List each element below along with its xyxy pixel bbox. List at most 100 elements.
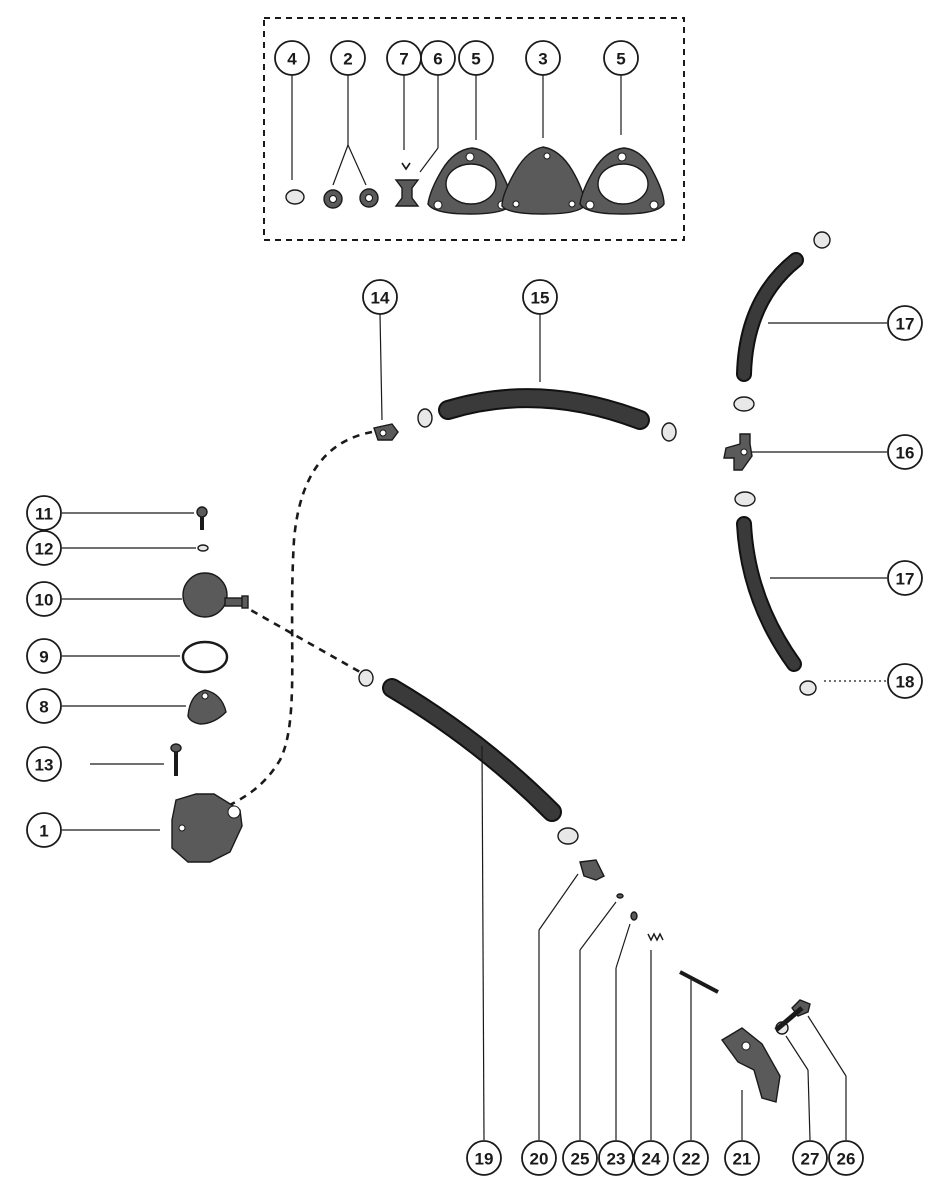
- part-17-hose-bottom: [736, 516, 802, 672]
- callout-number: 19: [475, 1150, 494, 1169]
- hose-clamp-19-lower: [557, 827, 579, 845]
- clamp-upper: [733, 396, 755, 412]
- callout-circle: [26, 530, 62, 566]
- callout-circle: [521, 1140, 557, 1176]
- callout-circle: [887, 560, 923, 596]
- callout-number: 6: [433, 50, 442, 69]
- callout-circle: [603, 40, 639, 76]
- callout-c8: 8: [26, 688, 62, 724]
- part-11-screw: [196, 506, 208, 530]
- part-18-nut: [799, 680, 817, 696]
- part-23-seat: [630, 911, 638, 921]
- callout-circle: [828, 1140, 864, 1176]
- callout-number: 27: [801, 1150, 820, 1169]
- callout-circle: [26, 746, 62, 782]
- part-24-spring: [647, 932, 664, 942]
- part-5-gasket-left: [427, 147, 513, 215]
- part-22-needle: [679, 970, 719, 994]
- callout-number: 15: [531, 289, 550, 308]
- callout-c9: 9: [26, 638, 62, 674]
- callout-circle: [466, 1140, 502, 1176]
- callout-number: 2: [343, 50, 352, 69]
- callout-c13: 13: [26, 746, 62, 782]
- callout-c21: 21: [724, 1140, 760, 1176]
- hose-clamp-14: [417, 408, 433, 428]
- callout-circle: [887, 434, 923, 470]
- callout-number: 23: [607, 1150, 626, 1169]
- callout-number: 8: [39, 698, 48, 717]
- callout-number: 12: [35, 540, 54, 559]
- callout-circle: [887, 305, 923, 341]
- part-19-hose: [382, 678, 562, 822]
- dashed-routing-line-pump: [215, 430, 373, 814]
- callout-number: 22: [682, 1150, 701, 1169]
- callout-number: 5: [471, 50, 480, 69]
- part-16-tee-fitting: [723, 433, 753, 471]
- callout-number: 7: [399, 50, 408, 69]
- callout-c16: 16: [887, 434, 923, 470]
- callout-circle: [420, 40, 456, 76]
- gasket-kit-box: [263, 17, 685, 241]
- callout-number: 5: [616, 50, 625, 69]
- callout-c27: 27: [792, 1140, 828, 1176]
- part-25-washer: [616, 893, 624, 899]
- callout-c11: 11: [26, 495, 62, 531]
- part-10-filter-bowl: [182, 572, 249, 618]
- callout-circle: [522, 279, 558, 315]
- callout-number: 3: [538, 50, 547, 69]
- callout-c22: 22: [673, 1140, 709, 1176]
- callout-c19: 19: [466, 1140, 502, 1176]
- callout-number: 20: [530, 1150, 549, 1169]
- hose-clamp-15: [661, 422, 677, 442]
- callout-c1: 1: [26, 812, 62, 848]
- callout-c17b: 17: [887, 560, 923, 596]
- callout-circle: [26, 812, 62, 848]
- callout-circle: [598, 1140, 634, 1176]
- callout-c17a: 17: [887, 305, 923, 341]
- part-3-diaphragm: [501, 146, 585, 215]
- callout-c3: 3: [525, 40, 561, 76]
- part-6-valve: [394, 179, 420, 207]
- callout-c15: 15: [522, 279, 558, 315]
- part-15-hose: [438, 388, 650, 430]
- callout-circle: [26, 638, 62, 674]
- callout-number: 9: [39, 648, 48, 667]
- hose-clamp-19-upper: [358, 669, 374, 687]
- callout-number: 16: [896, 444, 915, 463]
- callout-c24: 24: [633, 1140, 669, 1176]
- part-14-elbow-fitting: [373, 423, 399, 441]
- part-12-washer: [197, 544, 209, 552]
- part-21-valve-body: [720, 1027, 781, 1103]
- part-17-hose-top: [736, 252, 804, 382]
- callout-c26: 26: [828, 1140, 864, 1176]
- callout-c20: 20: [521, 1140, 557, 1176]
- callout-circle: [26, 495, 62, 531]
- callout-circle: [792, 1140, 828, 1176]
- callout-circle: [562, 1140, 598, 1176]
- nut-top: [813, 231, 831, 249]
- callout-c5b: 5: [603, 40, 639, 76]
- callout-number: 4: [287, 50, 297, 69]
- part-2-seals: [323, 188, 379, 209]
- callout-number: 13: [35, 756, 54, 775]
- callout-circle: [887, 663, 923, 699]
- callout-number: 1: [39, 822, 48, 841]
- callout-circle: [525, 40, 561, 76]
- part-9-gasket-ring: [181, 640, 229, 674]
- callout-c5a: 5: [458, 40, 494, 76]
- part-7-small-pin: [401, 162, 411, 171]
- callout-c4: 4: [274, 40, 310, 76]
- callout-number: 14: [371, 289, 390, 308]
- callout-c12: 12: [26, 530, 62, 566]
- callout-number: 17: [896, 315, 915, 334]
- callout-c7: 7: [386, 40, 422, 76]
- callout-circle: [274, 40, 310, 76]
- callout-circle: [633, 1140, 669, 1176]
- clamp-lower: [734, 491, 756, 507]
- callout-number: 11: [35, 505, 53, 524]
- callout-circle: [26, 688, 62, 724]
- callout-c14: 14: [362, 279, 398, 315]
- callout-number: 25: [571, 1150, 590, 1169]
